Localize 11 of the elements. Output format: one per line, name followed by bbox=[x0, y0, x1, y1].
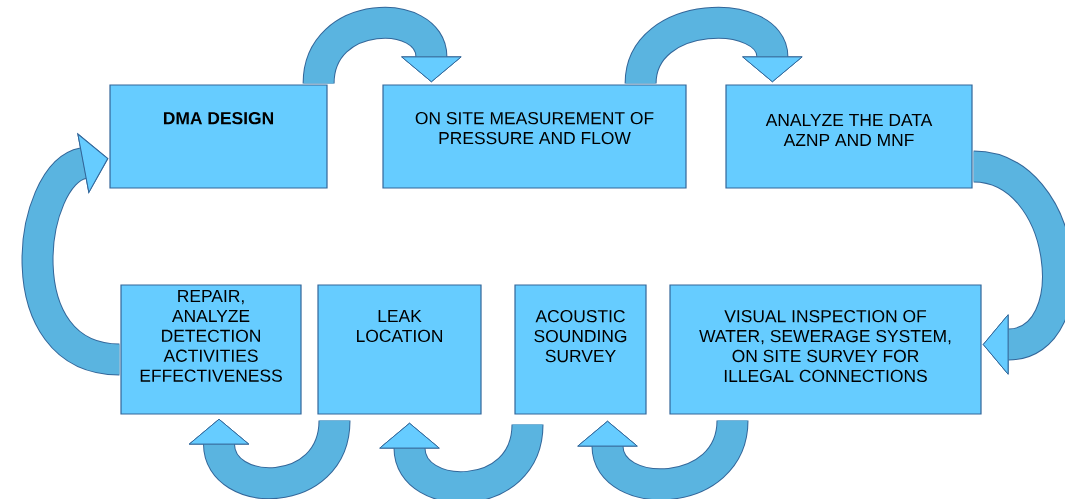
process-box: VISUAL INSPECTION OF WATER, SEWERAGE SYSTEM, ON SITE SURVEY FOR ILLEGAL CONNECTIONS bbox=[669, 284, 982, 415]
curved-arrow bbox=[302, 6, 462, 86]
curved-arrow bbox=[188, 418, 351, 499]
curved-arrow bbox=[971, 150, 1065, 375]
curved-arrow bbox=[577, 418, 749, 499]
curved-arrow bbox=[21, 133, 122, 376]
process-box: ACOUSTIC SOUNDING SURVEY bbox=[514, 284, 647, 415]
process-box: REPAIR, ANALYZE DETECTION ACTIVITIES EFFECTIVENESS bbox=[120, 284, 302, 415]
curved-arrow bbox=[624, 7, 803, 86]
curved-arrow bbox=[379, 422, 544, 499]
process-box: LEAK LOCATION bbox=[317, 284, 482, 415]
